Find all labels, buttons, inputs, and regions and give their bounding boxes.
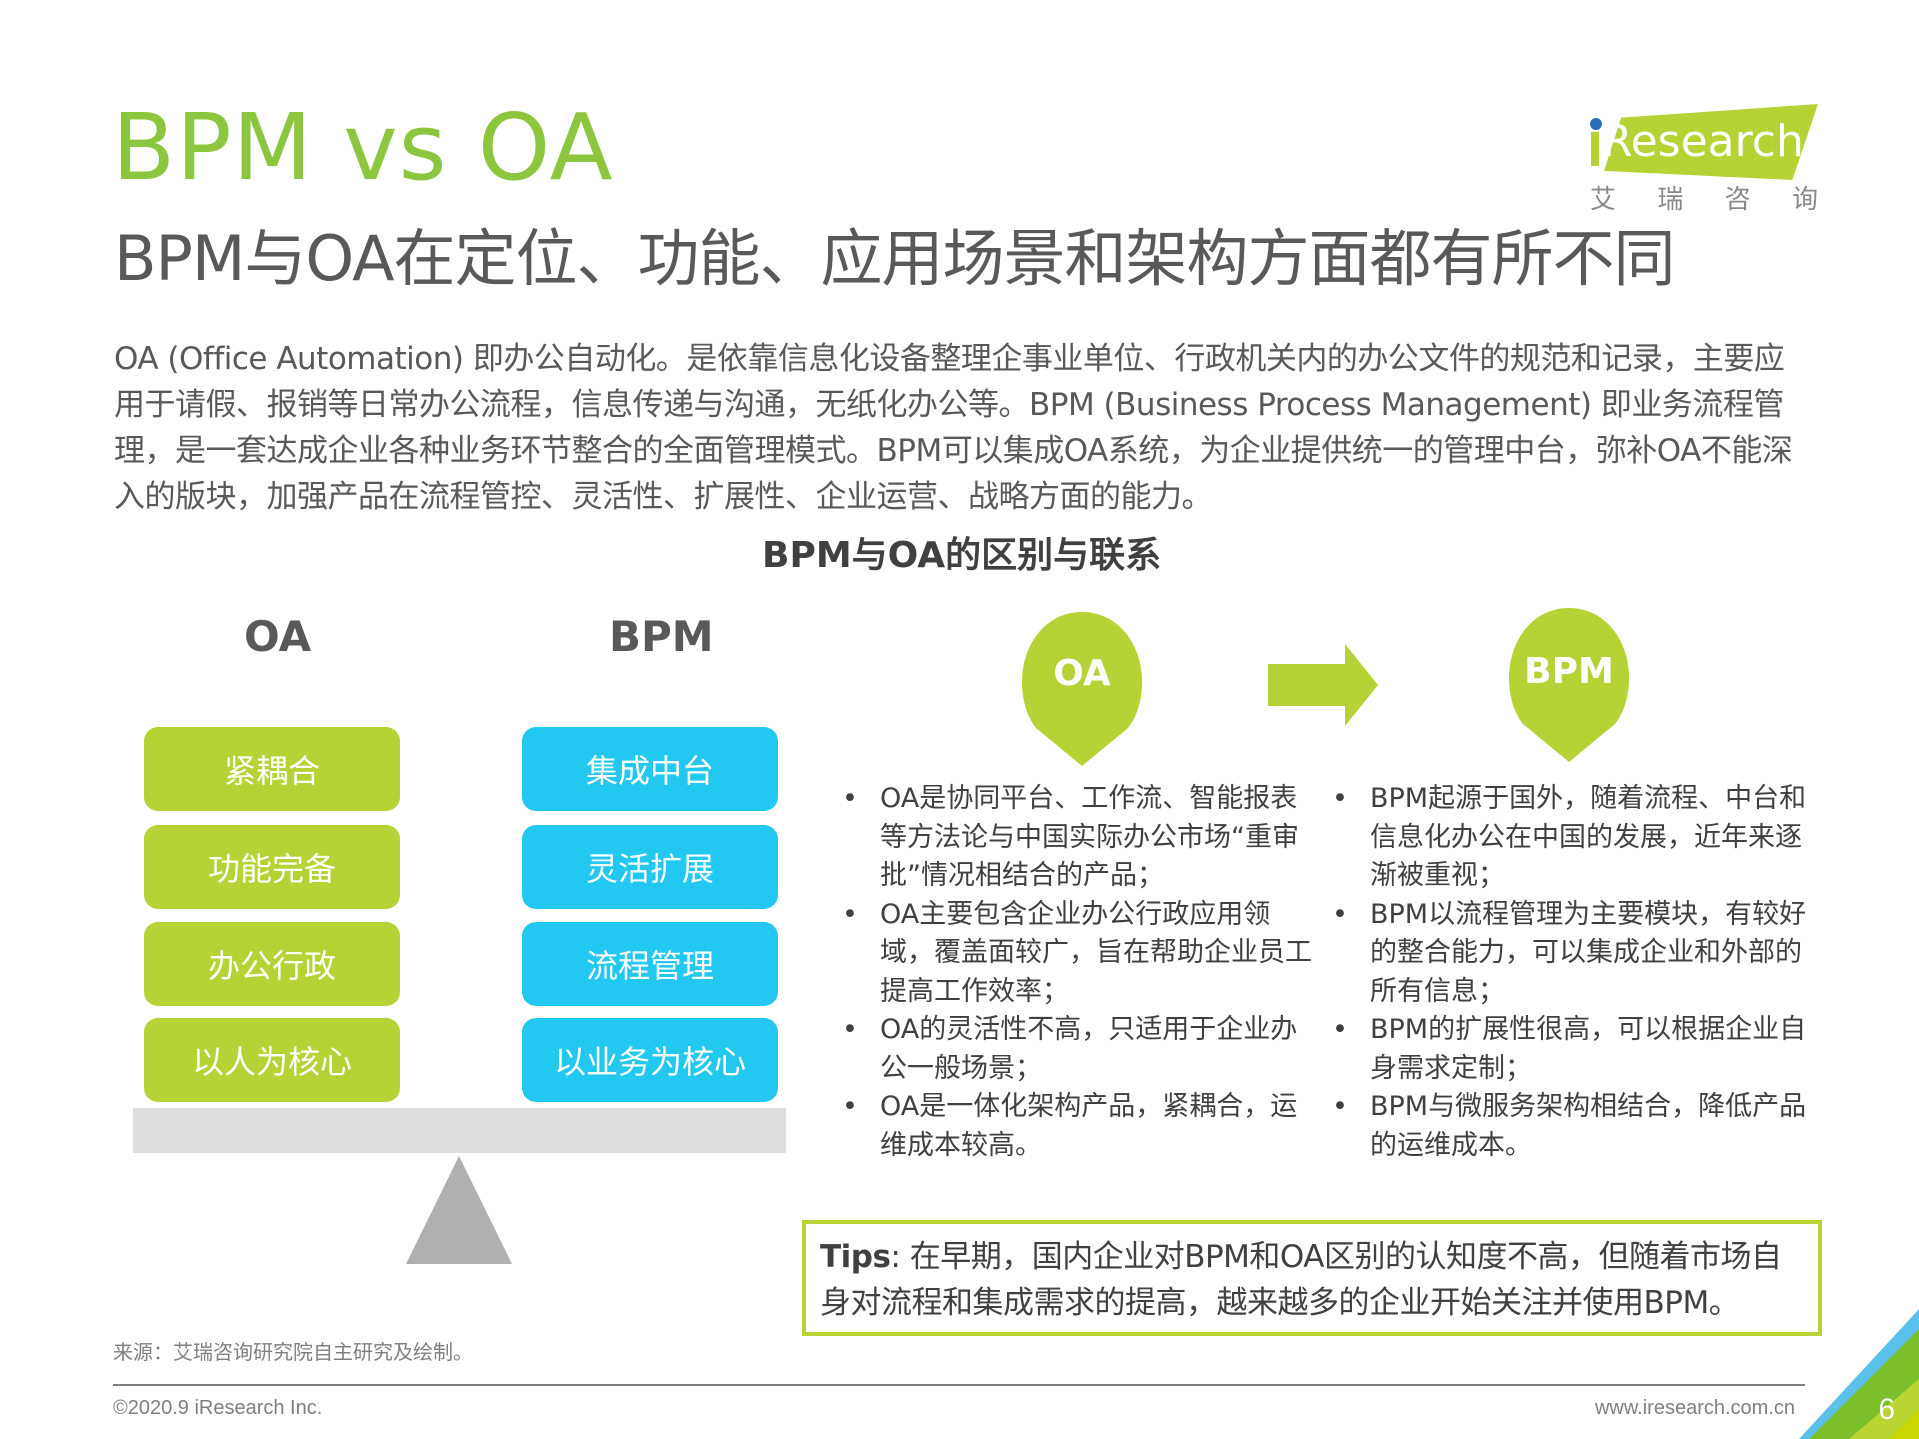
intro-paragraph: OA (Office Automation) 即办公自动化。是依靠信息化设备整理… <box>114 341 1793 515</box>
logo-char: 瑞 <box>1657 184 1684 214</box>
bpm-characteristics-list: BPM起源于国外，随着流程、中台和信息化办公在中国的发展，近年来逐渐被重视； B… <box>1332 780 1817 1165</box>
balance-fulcrum-triangle <box>406 1156 512 1264</box>
logo-dot-icon <box>1590 118 1602 130</box>
bpm-feature-box: 流程管理 <box>522 922 778 1006</box>
oa-pin-marker: OA <box>1018 610 1146 770</box>
map-pin-icon <box>1509 608 1629 762</box>
tips-box: Tips: 在早期，国内企业对BPM和OA区别的认知度不高，但随着市场自身对流程… <box>802 1220 1822 1336</box>
website-link[interactable]: www.iresearch.com.cn <box>1594 1397 1795 1419</box>
logo-char: 艾 <box>1590 184 1617 214</box>
list-item: OA是协同平台、工作流、智能报表等方法论与中国实际办公市场“重审批”情况相结合的… <box>842 780 1322 896</box>
diagram-title: BPM与OA的区别与联系 <box>762 535 1162 576</box>
oa-pin-label: OA <box>1053 653 1111 694</box>
logo-char: 询 <box>1791 184 1818 214</box>
bpm-column-heading: BPM <box>609 612 714 661</box>
bpm-pin-marker: BPM <box>1505 606 1633 766</box>
oa-feature-box: 办公行政 <box>144 922 400 1006</box>
page-number: 6 <box>1878 1393 1895 1426</box>
right-arrow-icon <box>1268 644 1378 726</box>
list-item: BPM的扩展性很高，可以根据企业自身需求定制； <box>1332 1011 1817 1088</box>
list-item: OA主要包含企业办公行政应用领域，覆盖面较广，旨在帮助企业员工提高工作效率； <box>842 896 1322 1012</box>
logo-brand-text: Research <box>1602 116 1804 167</box>
list-item: OA是一体化架构产品，紧耦合，运维成本较高。 <box>842 1088 1322 1165</box>
logo-char: 咨 <box>1724 184 1751 214</box>
oa-feature-box: 紧耦合 <box>144 727 400 811</box>
list-item: BPM以流程管理为主要模块，有较好的整合能力，可以集成企业和外部的所有信息； <box>1332 896 1817 1012</box>
bpm-feature-box: 灵活扩展 <box>522 825 778 909</box>
list-item: BPM起源于国外，随着流程、中台和信息化办公在中国的发展，近年来逐渐被重视； <box>1332 780 1817 896</box>
oa-feature-box: 功能完备 <box>144 825 400 909</box>
copyright-text: ©2020.9 iResearch Inc. <box>113 1397 323 1419</box>
logo-i-stem <box>1591 132 1599 166</box>
page-subtitle: BPM与OA在定位、功能、应用场景和架构方面都有所不同 <box>114 222 1676 295</box>
oa-characteristics-list: OA是协同平台、工作流、智能报表等方法论与中国实际办公市场“重审批”情况相结合的… <box>842 780 1322 1165</box>
source-note: 来源：艾瑞咨询研究院自主研究及绘制。 <box>113 1342 473 1364</box>
logo-chinese-name: 艾 瑞 咨 询 <box>1590 186 1818 212</box>
bpm-pin-label: BPM <box>1524 651 1614 692</box>
tips-text: : 在早期，国内企业对BPM和OA区别的认知度不高，但随着市场自身对流程和集成需… <box>820 1239 1782 1321</box>
bpm-feature-box: 集成中台 <box>522 727 778 811</box>
list-item: OA的灵活性不高，只适用于企业办公一般场景； <box>842 1011 1322 1088</box>
page-title: BPM vs OA <box>112 94 614 201</box>
logo-banner-shape <box>1604 104 1818 180</box>
iresearch-logo: Research 艾 瑞 咨 询 <box>1582 100 1822 220</box>
corner-decoration <box>1799 1309 1919 1439</box>
oa-column-heading: OA <box>244 612 312 661</box>
balance-beam <box>133 1108 786 1153</box>
bpm-feature-box: 以业务为核心 <box>522 1018 778 1102</box>
footer-divider <box>113 1384 1805 1386</box>
map-pin-icon <box>1022 612 1142 766</box>
oa-feature-box: 以人为核心 <box>144 1018 400 1102</box>
tips-label: Tips <box>820 1239 891 1275</box>
list-item: BPM与微服务架构相结合，降低产品的运维成本。 <box>1332 1088 1817 1165</box>
